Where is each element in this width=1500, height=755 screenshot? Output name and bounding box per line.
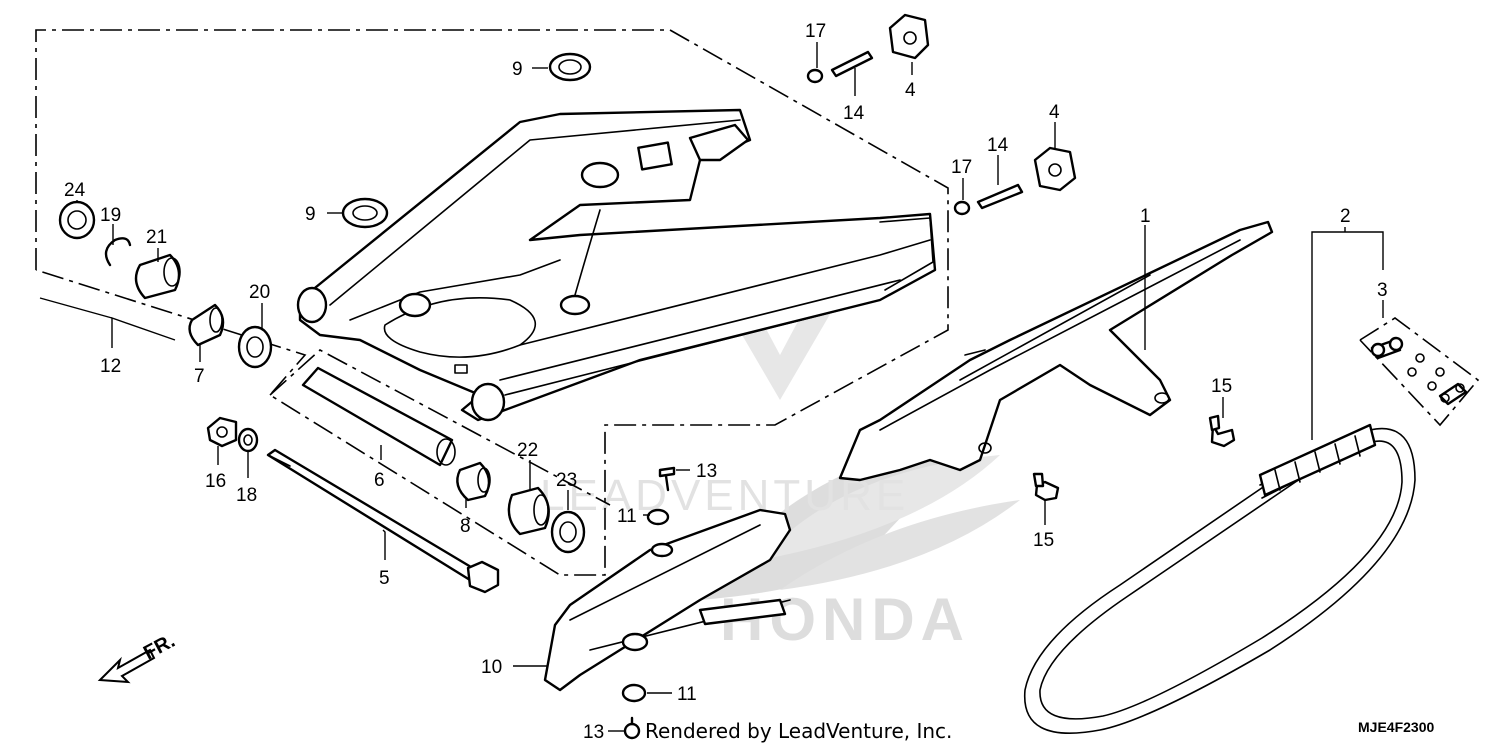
render-credit: Rendered by LeadVenture, Inc. bbox=[645, 719, 952, 743]
grommet-9-upper bbox=[548, 52, 592, 82]
collar-11-lower bbox=[621, 683, 647, 703]
nut-17-lower bbox=[953, 200, 971, 216]
callout-21: 21 bbox=[146, 227, 167, 248]
grommet-9-lower bbox=[341, 197, 389, 229]
screw-13-upper bbox=[658, 466, 676, 492]
callout-2: 2 bbox=[1340, 206, 1351, 227]
callout-22: 22 bbox=[517, 440, 538, 461]
callout-12: 12 bbox=[100, 356, 121, 377]
bearing-24 bbox=[58, 200, 96, 240]
snap-ring-19 bbox=[104, 237, 132, 267]
bolt-15-upper bbox=[1208, 414, 1236, 448]
swingarm-group-outline bbox=[35, 29, 949, 576]
callout-6: 6 bbox=[374, 470, 385, 491]
swingarm bbox=[296, 108, 937, 422]
callout-1: 1 bbox=[1140, 206, 1151, 227]
bolt-15-lower bbox=[1032, 472, 1060, 502]
collar-11-upper bbox=[646, 508, 670, 526]
callout-9-upper: 9 bbox=[512, 59, 523, 80]
callout-20: 20 bbox=[249, 282, 270, 303]
needle-bearing-21 bbox=[134, 253, 181, 300]
leader-lines bbox=[39, 42, 1384, 732]
washer-18 bbox=[237, 427, 259, 453]
bearing-23 bbox=[550, 510, 586, 554]
drive-chain-case bbox=[838, 220, 1274, 482]
watermark-honda-text: HONDA bbox=[720, 586, 970, 653]
chain-joint-outline bbox=[1359, 317, 1480, 427]
callout-4-upper: 4 bbox=[905, 80, 916, 101]
pivot-bolt-5 bbox=[266, 448, 500, 594]
collar-8 bbox=[456, 461, 491, 502]
nut-17-upper bbox=[806, 68, 824, 84]
bearing-20 bbox=[237, 325, 273, 369]
callouts: 1 2 3 4 4 5 6 7 8 9 9 10 11 11 12 13 13 … bbox=[64, 21, 1388, 743]
callout-13-upper: 13 bbox=[696, 461, 717, 482]
collar-7 bbox=[188, 303, 225, 347]
callout-15-upper: 15 bbox=[1211, 376, 1232, 397]
callout-5: 5 bbox=[379, 568, 390, 589]
pivot-group-outline bbox=[269, 349, 611, 506]
callout-14-upper: 14 bbox=[843, 103, 865, 124]
needle-bearing-22 bbox=[507, 486, 550, 536]
diagram-code: MJE4F2300 bbox=[1358, 719, 1434, 735]
callout-18: 18 bbox=[236, 485, 257, 506]
adjuster-plate-4-lower bbox=[1033, 146, 1077, 192]
callout-7: 7 bbox=[194, 366, 205, 387]
chain-joint-kit bbox=[1370, 336, 1468, 406]
adjuster-bolt-14-lower bbox=[976, 183, 1024, 210]
nut-16 bbox=[206, 416, 238, 448]
callout-11-lower: 11 bbox=[677, 684, 697, 705]
callout-8: 8 bbox=[460, 516, 471, 537]
screw-13-lower bbox=[623, 716, 641, 740]
drive-chain bbox=[1023, 423, 1416, 734]
callout-19: 19 bbox=[100, 205, 121, 226]
callout-14-lower: 14 bbox=[987, 135, 1009, 156]
adjuster-bolt-14-upper bbox=[830, 50, 874, 78]
callout-3: 3 bbox=[1377, 280, 1388, 301]
callout-24: 24 bbox=[64, 180, 86, 201]
callout-13-lower: 13 bbox=[583, 722, 604, 743]
callout-17-lower: 17 bbox=[951, 157, 972, 178]
callout-9-lower: 9 bbox=[305, 204, 316, 225]
callout-10: 10 bbox=[481, 657, 502, 678]
chain-slider bbox=[543, 508, 792, 692]
callout-11-upper: 11 bbox=[617, 506, 637, 527]
pivot-collar-6 bbox=[301, 366, 456, 467]
adjuster-plate-4-upper bbox=[888, 13, 930, 60]
callout-23: 23 bbox=[556, 470, 577, 491]
callout-4-lower: 4 bbox=[1049, 102, 1060, 123]
callout-17-upper: 17 bbox=[805, 21, 826, 42]
front-direction-arrow: FR. bbox=[97, 630, 179, 684]
callout-16: 16 bbox=[205, 471, 226, 492]
callout-15-lower: 15 bbox=[1033, 530, 1054, 551]
